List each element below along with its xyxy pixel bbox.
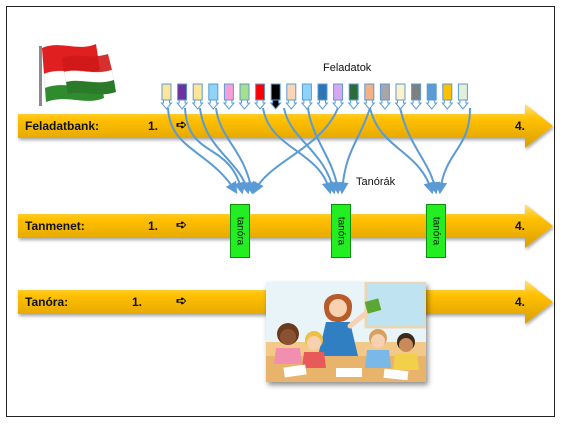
tanora-label: Tanóra: xyxy=(25,295,69,309)
tanora-start: 1. xyxy=(132,295,143,309)
task-bookmark xyxy=(456,83,469,110)
task-bookmark xyxy=(363,83,376,110)
feladatok-title: Feladatok xyxy=(323,62,372,74)
feladatbank-arrow xyxy=(18,104,553,148)
task-bookmark xyxy=(300,83,313,110)
task-bookmark xyxy=(332,83,345,110)
task-bookmark xyxy=(191,83,204,110)
tanora-arrow-glyph: ➪ xyxy=(176,293,187,308)
tanmenet-start: 1. xyxy=(148,219,159,233)
task-bookmark xyxy=(441,83,454,110)
tanmenet-arrow xyxy=(18,204,553,248)
task-bookmark xyxy=(316,83,329,110)
tanora-box-1: tanóra xyxy=(230,204,250,258)
task-bookmark xyxy=(238,83,251,110)
task-bookmarks xyxy=(160,83,469,110)
task-bookmark xyxy=(410,83,423,110)
tanmenet-arrow-glyph: ➪ xyxy=(176,217,187,232)
tanmenet-end: 4. xyxy=(515,219,526,233)
task-bookmark xyxy=(254,83,267,110)
tanora-box-2: tanóra xyxy=(331,204,351,258)
tanora-box-2-label: tanóra xyxy=(335,216,347,246)
task-bookmark xyxy=(285,83,298,110)
tanorak-title: Tanórák xyxy=(356,176,396,188)
task-bookmark xyxy=(269,83,282,110)
task-bookmark xyxy=(222,83,235,110)
tanora-box-3: tanóra xyxy=(426,204,446,258)
tanora-box-3-label: tanóra xyxy=(430,216,442,246)
hungarian-flag-icon xyxy=(39,44,116,106)
tanmenet-label: Tanmenet: xyxy=(25,219,85,233)
task-bookmark xyxy=(378,83,391,110)
task-bookmark xyxy=(176,83,189,110)
feladatbank-label: Feladatbank: xyxy=(25,119,100,133)
task-bookmark xyxy=(207,83,220,110)
feladatbank-start: 1. xyxy=(148,119,159,133)
task-bookmark xyxy=(425,83,438,110)
tanora-end: 4. xyxy=(515,295,526,309)
tanora-box-1-label: tanóra xyxy=(234,216,246,246)
feladatbank-end: 4. xyxy=(515,119,526,133)
classroom-illustration xyxy=(266,282,426,382)
task-bookmark xyxy=(160,83,173,110)
task-connectors xyxy=(167,107,471,195)
slide-frame xyxy=(6,6,555,417)
task-bookmark xyxy=(347,83,360,110)
feladatbank-arrow-glyph: ➪ xyxy=(176,117,187,132)
task-bookmark xyxy=(394,83,407,110)
